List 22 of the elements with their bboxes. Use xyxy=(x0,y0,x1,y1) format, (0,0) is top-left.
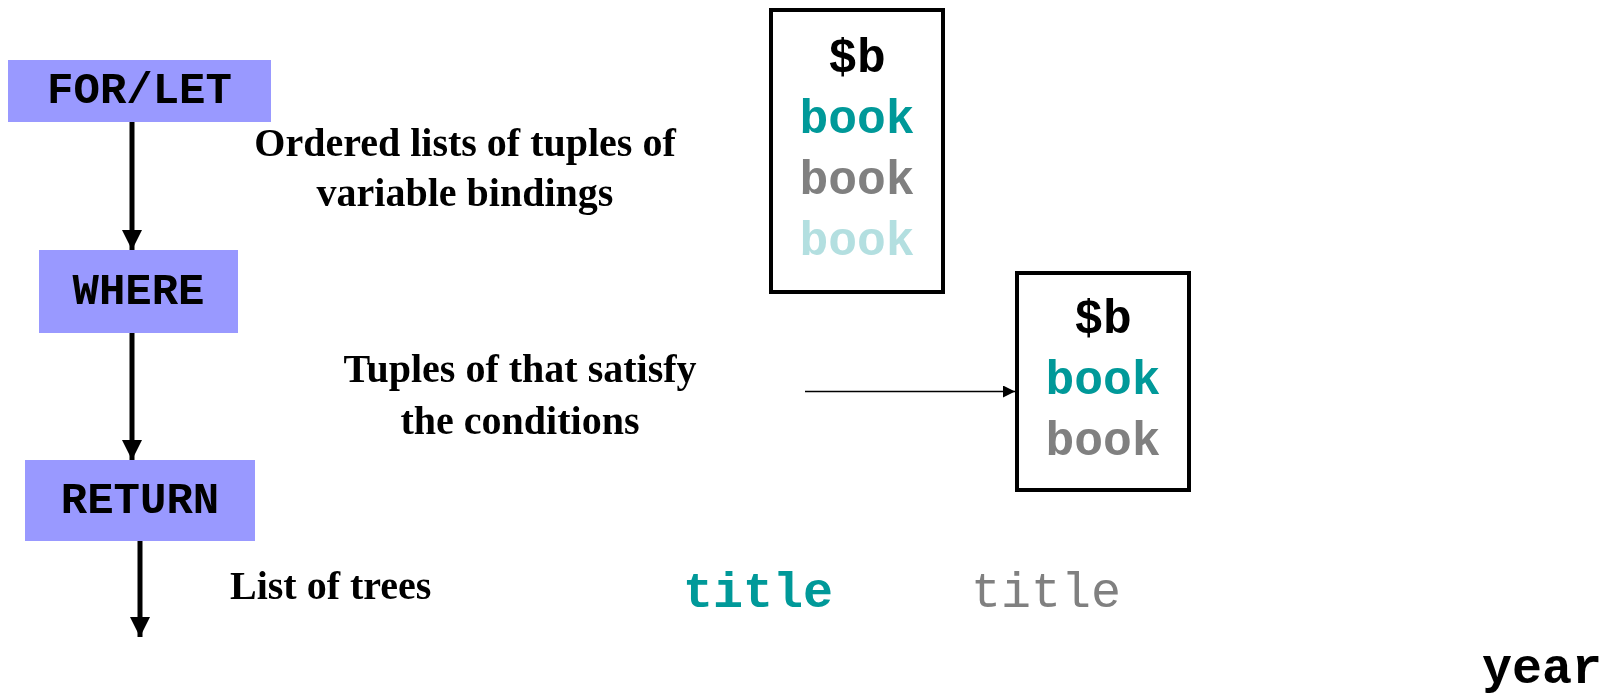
tuple-box xyxy=(769,8,945,294)
code-text: book xyxy=(799,153,915,210)
arrow xyxy=(130,541,150,637)
annotation-text: Ordered lists of tuples of variable bindings xyxy=(253,119,678,217)
code-text: $b xyxy=(1074,292,1132,349)
process-box: WHERE xyxy=(39,250,238,333)
annotation-text: Tuples of that satisfy the conditions xyxy=(290,336,750,454)
annotation-text: List of trees xyxy=(230,562,433,610)
code-text: book xyxy=(1045,353,1161,410)
tuple-box xyxy=(1015,271,1191,492)
code-text: title xyxy=(971,564,1123,624)
arrow xyxy=(122,122,142,250)
code-text: year xyxy=(1482,642,1604,698)
process-box: RETURN xyxy=(25,460,255,541)
code-text: $b xyxy=(828,31,886,88)
code-text: title xyxy=(683,564,835,624)
code-text: book xyxy=(799,92,915,149)
process-box: FOR/LET xyxy=(8,60,271,122)
code-text: book xyxy=(799,214,915,271)
arrow xyxy=(804,385,1016,398)
arrow xyxy=(122,333,142,460)
code-text: book xyxy=(1045,414,1161,471)
